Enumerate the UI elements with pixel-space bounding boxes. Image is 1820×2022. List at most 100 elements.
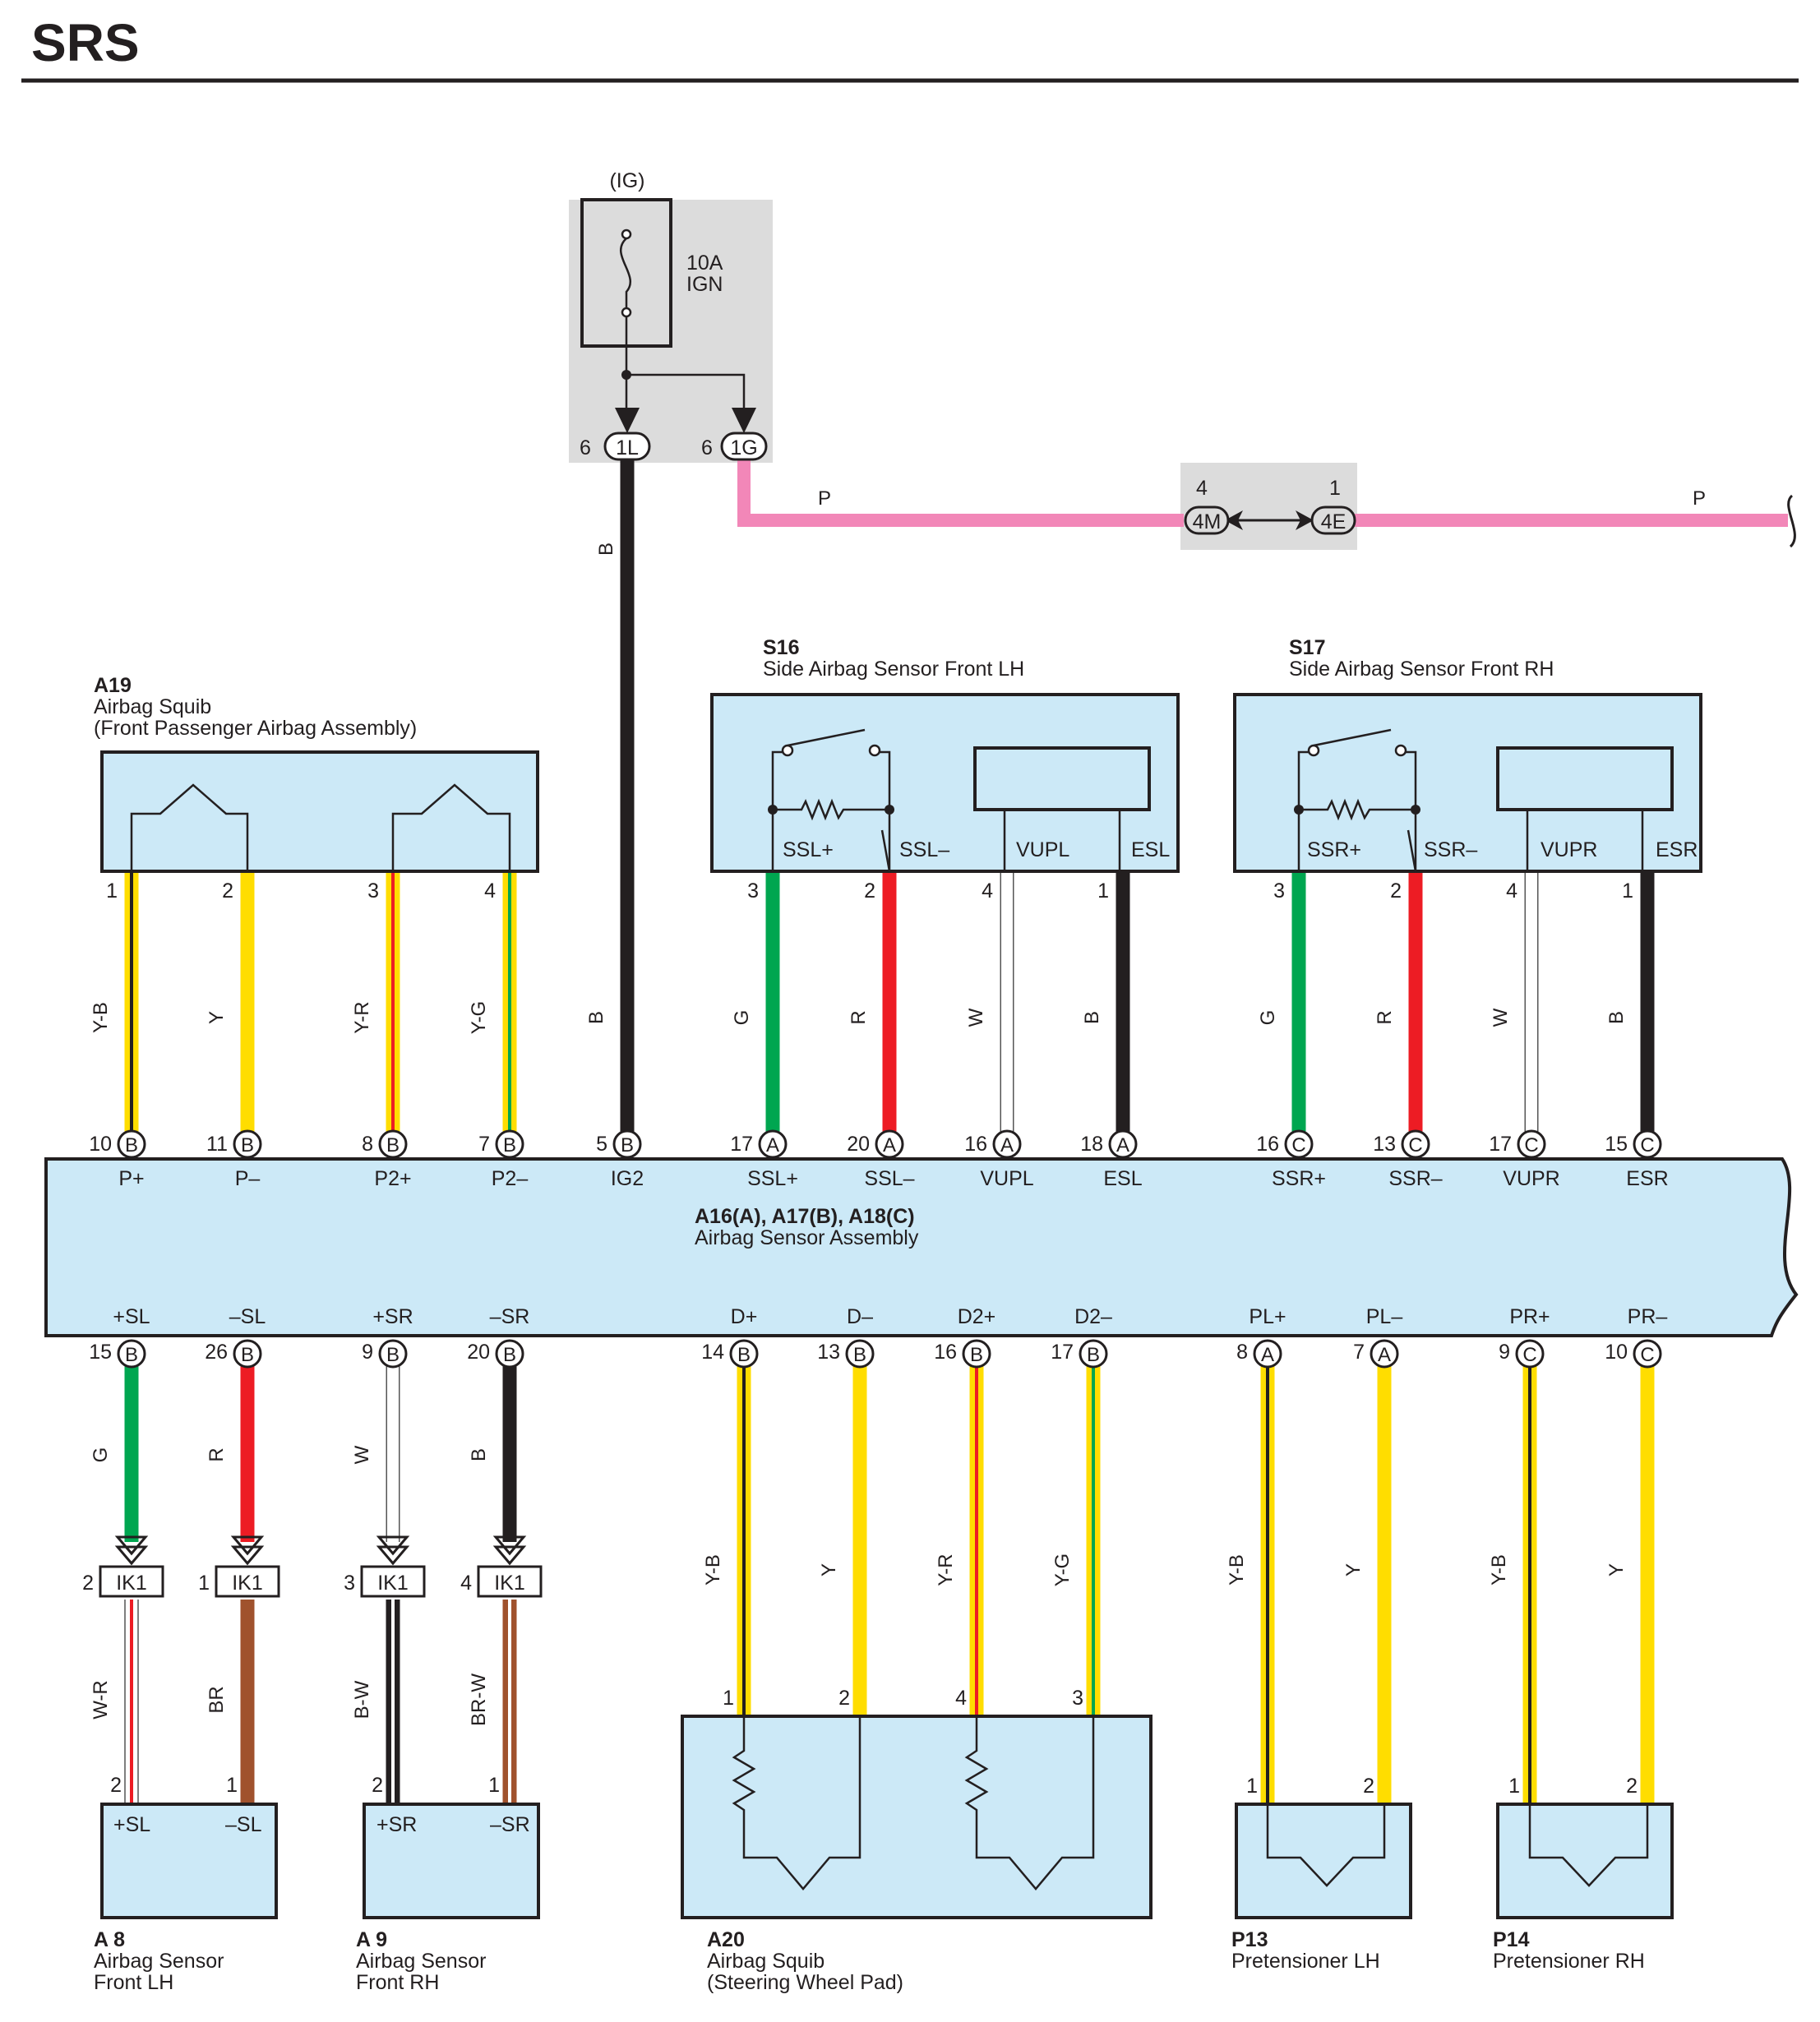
- a9-box: [363, 1803, 540, 1919]
- connector-circle: [758, 1129, 788, 1159]
- main-assembly-box: [44, 1157, 1799, 1337]
- connector-circle: [233, 1129, 262, 1159]
- connector-circle: [495, 1339, 524, 1369]
- connector-pin: B: [378, 1339, 408, 1369]
- svg-text:1G: 1G: [730, 436, 757, 459]
- arrow-in-icon: [230, 1545, 265, 1566]
- pin-number: 10: [1605, 1341, 1628, 1364]
- squib-symbol: [1528, 1804, 1649, 1887]
- wire-color-label: W: [965, 1008, 987, 1027]
- terminal-label: PL+: [1249, 1305, 1286, 1328]
- connector-circle: [1079, 1339, 1108, 1369]
- switch-contact: [1394, 744, 1407, 757]
- switch-contact: [868, 744, 881, 757]
- wire-color-label: Y: [1605, 1563, 1628, 1577]
- p14-id: P14: [1493, 1928, 1530, 1951]
- top-pin: 2: [1390, 879, 1402, 903]
- junction-arrows: [1225, 510, 1314, 530]
- arrow-in-icon: [114, 1535, 149, 1556]
- connector-letter: A: [1378, 1344, 1391, 1366]
- ig-label: (IG): [609, 169, 644, 192]
- s16-terminal: VUPL: [1016, 838, 1069, 861]
- switch-contact: [1307, 744, 1320, 757]
- wire-color-label: W: [1490, 1008, 1512, 1027]
- junction-right-pin: 1: [1329, 477, 1341, 500]
- junction-dot: [768, 805, 778, 815]
- divider: [880, 829, 891, 872]
- pin-number: 17: [1051, 1341, 1074, 1364]
- junction-dot: [1294, 805, 1304, 815]
- a9-id: A 9: [356, 1928, 387, 1951]
- squib-symbol: [964, 1716, 1095, 1890]
- a20-box: [681, 1715, 1153, 1919]
- connector-4E: 4E: [1310, 505, 1356, 535]
- connector-circle: [1370, 1339, 1399, 1369]
- connector-circle: [1253, 1339, 1282, 1369]
- terminal-label: P2–: [492, 1167, 529, 1190]
- sensor-module: [973, 746, 1151, 811]
- top-pin: 2: [222, 879, 233, 903]
- wire-color-label: Y-B: [702, 1554, 724, 1586]
- pin-number: 7: [1353, 1341, 1365, 1364]
- wire-color-ig-b-upper: B: [595, 542, 617, 556]
- s17-id: S17: [1289, 636, 1325, 659]
- arrow-in-icon: [492, 1545, 527, 1566]
- wire-color-label: Y: [1342, 1563, 1365, 1577]
- connector-circle: [117, 1129, 146, 1159]
- terminal-label: D2+: [958, 1305, 996, 1328]
- pin-number: 9: [362, 1341, 373, 1364]
- connector-letter: B: [853, 1344, 866, 1366]
- pretensioner-box: [1496, 1803, 1674, 1919]
- arrow-in-icon: [114, 1545, 149, 1566]
- terminal-label: PL–: [1366, 1305, 1403, 1328]
- s16-line1: Side Airbag Sensor Front LH: [763, 658, 1024, 681]
- connector-pin: A: [992, 1129, 1022, 1159]
- sensor-body: [1233, 693, 1702, 873]
- connector-circle: [1517, 1129, 1546, 1159]
- connector-4M: 4M: [1184, 505, 1230, 535]
- wire-color-label: BR: [206, 1686, 228, 1713]
- main-line1: Airbag Sensor Assembly: [695, 1226, 919, 1249]
- connector-pin: A: [1370, 1339, 1399, 1369]
- switch-blade: [1313, 728, 1392, 747]
- svg-text:4M: 4M: [1193, 510, 1222, 533]
- top-pin: 4: [484, 879, 496, 903]
- connector-pin: A: [1108, 1129, 1138, 1159]
- a9-line1: Airbag Sensor: [356, 1950, 486, 1973]
- pin-number: 15: [89, 1341, 112, 1364]
- end-pin: 2: [110, 1774, 122, 1797]
- connector-pin: B: [117, 1339, 146, 1369]
- pin-number: 20: [847, 1133, 870, 1156]
- wire-color-label: Y-B: [1488, 1554, 1510, 1586]
- terminal-label: ESR: [1626, 1167, 1668, 1190]
- connector-letter: B: [1087, 1344, 1100, 1366]
- connector-ik1: [360, 1565, 426, 1598]
- sensor-module: [1496, 746, 1674, 811]
- a8-line1: Airbag Sensor: [94, 1950, 224, 1973]
- pin-number: 18: [1080, 1133, 1103, 1156]
- pin-number: 9: [1499, 1341, 1510, 1364]
- connector-pin: C: [1633, 1339, 1662, 1369]
- squib-symbol: [391, 783, 511, 871]
- connector-letter: A: [1000, 1134, 1014, 1156]
- terminal-label: P–: [235, 1167, 261, 1190]
- s17-terminal: VUPR: [1541, 838, 1597, 861]
- terminal-label: D–: [847, 1305, 873, 1328]
- end-pin: 1: [1508, 1775, 1520, 1798]
- connector-letter: A: [1116, 1134, 1129, 1156]
- arrow-in-icon: [492, 1535, 527, 1556]
- connector-pin: B: [729, 1339, 759, 1369]
- terminal-label: PR+: [1509, 1305, 1550, 1328]
- connector-ik1-label: IK1: [494, 1572, 525, 1595]
- wire-color-label: B: [1605, 1011, 1628, 1024]
- top-pin: 4: [982, 879, 993, 903]
- terminal-label: –SR: [490, 1305, 530, 1328]
- wire-color-label: R: [1374, 1010, 1396, 1024]
- end-pin: 3: [1072, 1687, 1083, 1710]
- connector-pin: B: [962, 1339, 991, 1369]
- a20-id: A20: [707, 1928, 745, 1951]
- pin-number: 16: [1256, 1133, 1279, 1156]
- connector-circle: [845, 1339, 875, 1369]
- connector-circle: [962, 1339, 991, 1369]
